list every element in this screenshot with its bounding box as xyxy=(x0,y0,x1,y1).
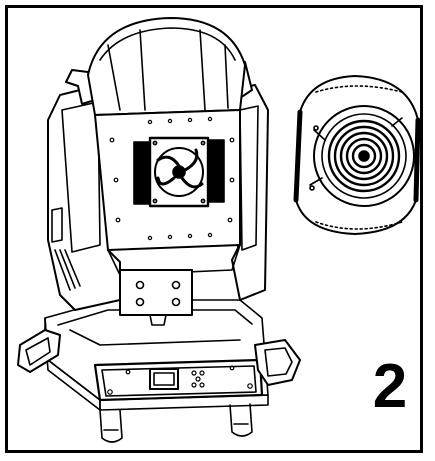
base-feet xyxy=(99,403,253,443)
base-handle-left xyxy=(17,329,61,373)
fan-vent-left xyxy=(133,141,151,205)
step-number: 2 xyxy=(372,352,408,421)
cooling-fan-icon xyxy=(148,136,210,208)
bezel-screws xyxy=(107,365,253,395)
control-buttons-icon xyxy=(191,370,205,388)
lens-front-view-icon xyxy=(293,75,421,235)
fan-vent-right xyxy=(207,139,225,203)
display-panel-icon xyxy=(149,368,179,390)
base-handle-right xyxy=(254,339,301,386)
fixture-base xyxy=(44,299,269,411)
